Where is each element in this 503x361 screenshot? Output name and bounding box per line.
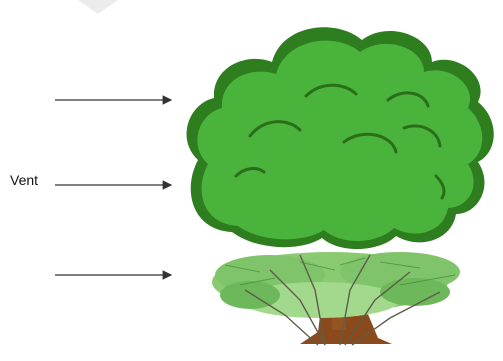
tree-canopy-icon: [187, 27, 494, 249]
corner-shape: [78, 0, 118, 14]
label-vent: Vent: [10, 172, 38, 188]
